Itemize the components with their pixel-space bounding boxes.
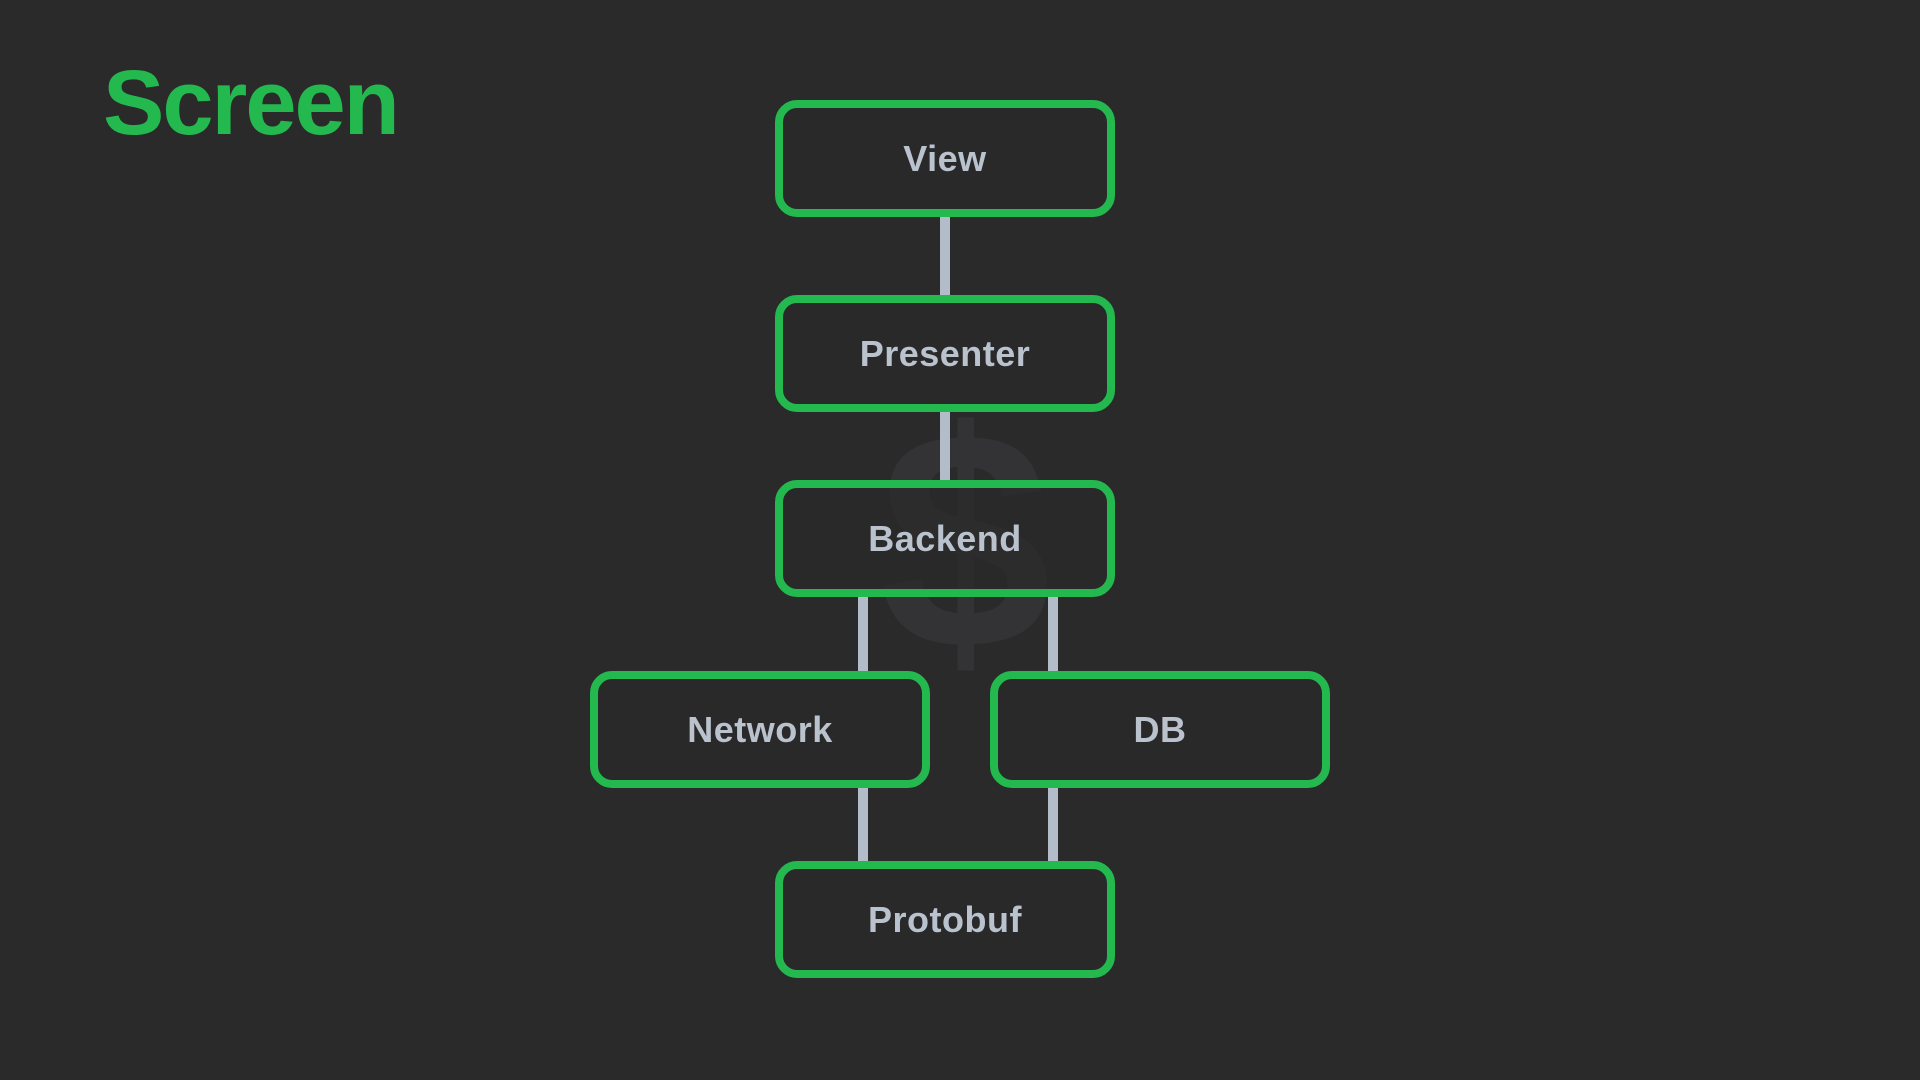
node-network: Network (590, 671, 930, 788)
page-title: Screen (103, 52, 400, 154)
edge-backend-db (1048, 590, 1058, 678)
node-presenter: Presenter (775, 295, 1115, 412)
edge-view-presenter (940, 212, 950, 302)
edge-network-protobuf (858, 780, 868, 868)
node-view: View (775, 100, 1115, 217)
edge-backend-network (858, 590, 868, 678)
edge-presenter-backend (940, 405, 950, 487)
node-db: DB (990, 671, 1330, 788)
edge-db-protobuf (1048, 780, 1058, 868)
node-protobuf: Protobuf (775, 861, 1115, 978)
node-backend: Backend (775, 480, 1115, 597)
